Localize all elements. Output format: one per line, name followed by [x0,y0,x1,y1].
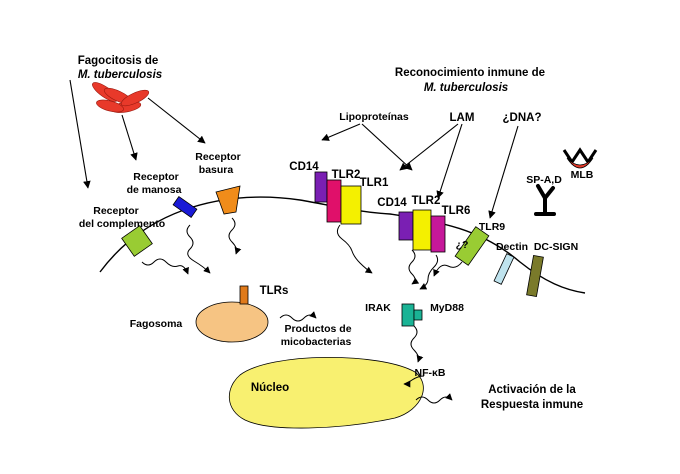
tlrs-label: TLRs [260,285,289,297]
cd14-label-a: CD14 [289,161,319,173]
scavenger-receptor [215,185,241,215]
tlr1-label: TLR1 [360,177,389,189]
recognition-title: Reconocimiento inmune de [395,67,545,79]
mlb-icon [562,147,598,169]
signal-arrows [141,217,463,404]
complement-label-1: Receptor [93,205,139,217]
phagosome-label: Fagosoma [130,318,183,330]
tlr9-receptor [454,226,490,266]
complement-label-2: del complemento [79,218,165,230]
cd14-label-b: CD14 [377,197,407,209]
complement-receptor [121,225,153,257]
phagosome-tlr [239,285,249,305]
dectin-receptor [493,253,515,285]
spad-icon [534,184,556,216]
tlr6-label: TLR6 [442,205,471,217]
phagocytosis-species: M. tuberculosis [78,69,162,81]
irak-label: IRAK [365,302,391,314]
dna-label: ¿DNA? [503,112,542,124]
phagosome [195,301,269,343]
myd88-label: MyD88 [430,302,464,314]
tlr2-label-b: TLR2 [412,195,441,207]
dcsign-label: DC-SIGN [534,241,578,253]
dectin-label: Dectin [496,241,528,253]
lipoproteins-label: Lipoproteínas [339,111,409,123]
mannose-label-1: Receptor [133,171,179,183]
tlr2-tlr1-complex [314,171,362,225]
products-label-2: micobacterias [281,336,352,348]
myd88-adaptor [401,303,423,327]
nucleus [228,356,424,429]
unknown-label: ¿? [456,239,469,251]
phagocytosis-title: Fagocitosis de [78,55,159,67]
scavenger-label-2: basura [199,164,234,176]
spad-label: SP-A,D [526,174,562,186]
phagocytosis-arrows [69,79,206,189]
mlb-label: MLB [571,169,594,181]
tlr9-label: TLR9 [479,221,505,233]
nucleus-label: Núcleo [251,382,289,394]
cell-membrane [99,196,586,294]
recognition-species: M. tuberculosis [424,82,508,94]
bacteria-cluster-icon [92,82,150,113]
dcsign-receptor [526,254,544,298]
nfkb-label: NF-κB [415,367,446,379]
response-label-2: Respuesta inmune [481,399,583,411]
mannose-receptor [172,196,198,218]
lam-label: LAM [450,112,475,124]
mannose-label-2: de manosa [127,184,182,196]
tlr2-label-a: TLR2 [332,169,361,181]
ligand-arrows [321,123,519,219]
products-label-1: Productos de [284,323,351,335]
response-label-1: Activación de la [488,384,576,396]
tlr2-tlr6-complex [398,209,446,253]
scavenger-label-1: Receptor [195,151,241,163]
